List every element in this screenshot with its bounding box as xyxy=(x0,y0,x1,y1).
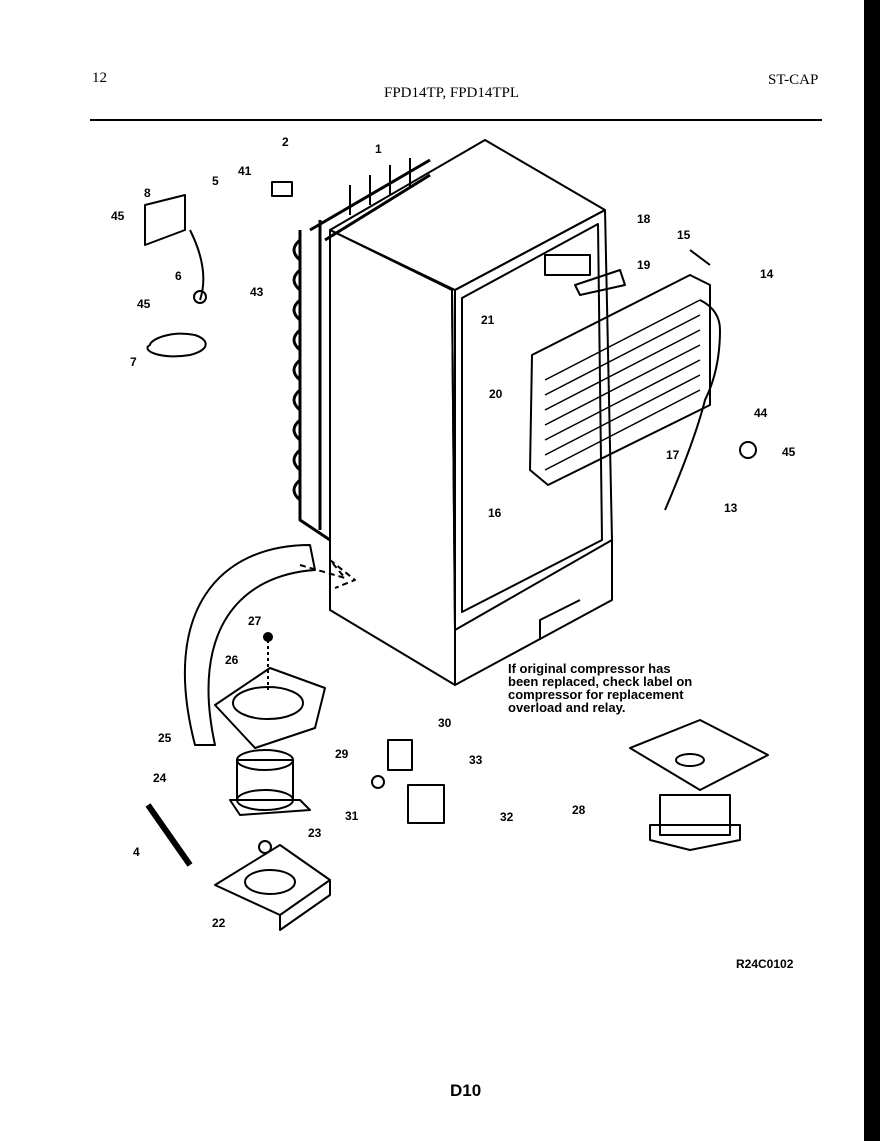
note-line: overload and relay. xyxy=(508,700,626,715)
callout-29: 29 xyxy=(335,747,349,761)
model-numbers: FPD14TP, FPD14TPL xyxy=(384,85,520,101)
callout-20: 20 xyxy=(489,387,503,401)
page-number: 12 xyxy=(92,70,107,86)
callout-30: 30 xyxy=(438,716,452,730)
callout-45-right: 45 xyxy=(782,445,796,459)
callout-1: 1 xyxy=(375,142,382,156)
callout-14: 14 xyxy=(760,267,774,281)
callout-5: 5 xyxy=(212,174,219,188)
callout-31: 31 xyxy=(345,809,359,823)
callout-13: 13 xyxy=(724,501,738,515)
callout-28: 28 xyxy=(572,803,586,817)
note-line: If original compressor has xyxy=(508,661,671,676)
callout-18: 18 xyxy=(637,212,651,226)
callout-2: 2 xyxy=(282,135,289,149)
compressor-replacement-note: If original compressor has been replaced… xyxy=(508,662,738,714)
callout-26: 26 xyxy=(225,653,239,667)
evaporator-drawing xyxy=(529,249,721,511)
callout-6: 6 xyxy=(175,269,182,283)
callout-16: 16 xyxy=(488,506,502,520)
note-line: compressor for replacement xyxy=(508,687,684,702)
callout-45-top: 45 xyxy=(111,209,125,223)
hose-drawing xyxy=(184,544,316,746)
drain-pan-drawing xyxy=(214,632,326,749)
callout-25: 25 xyxy=(158,731,172,745)
replacement-compressor-drawing xyxy=(629,719,769,851)
callout-33: 33 xyxy=(469,753,483,767)
callout-17: 17 xyxy=(666,448,680,462)
callout-8: 8 xyxy=(144,186,151,200)
callout-19: 19 xyxy=(637,258,651,272)
cabinet-drawing xyxy=(329,139,613,686)
callout-21: 21 xyxy=(481,313,495,327)
callout-44: 44 xyxy=(754,406,768,420)
base-tray-drawing xyxy=(214,844,331,931)
callout-41: 41 xyxy=(238,164,252,178)
callout-24: 24 xyxy=(153,771,167,785)
condenser-coil-drawing xyxy=(292,158,431,542)
note-line: been replaced, check label on xyxy=(508,674,693,689)
page-footer-code: D10 xyxy=(450,1081,482,1100)
section-code: ST-CAP xyxy=(768,72,819,88)
diagram-reference-code: R24C0102 xyxy=(736,957,794,971)
callout-32: 32 xyxy=(500,810,514,824)
callout-4: 4 xyxy=(133,845,140,859)
header-rule xyxy=(90,119,822,121)
callout-45-mid: 45 xyxy=(137,297,151,311)
relay-parts-drawing xyxy=(371,739,445,824)
drier-drawing xyxy=(145,803,193,867)
callout-23: 23 xyxy=(308,826,322,840)
callout-22: 22 xyxy=(212,916,226,930)
compressor-drawing xyxy=(229,749,311,854)
callout-27: 27 xyxy=(248,614,262,628)
callout-7: 7 xyxy=(130,355,137,369)
callout-15: 15 xyxy=(677,228,691,242)
small-parts-drawing xyxy=(144,181,757,459)
callout-43: 43 xyxy=(250,285,264,299)
